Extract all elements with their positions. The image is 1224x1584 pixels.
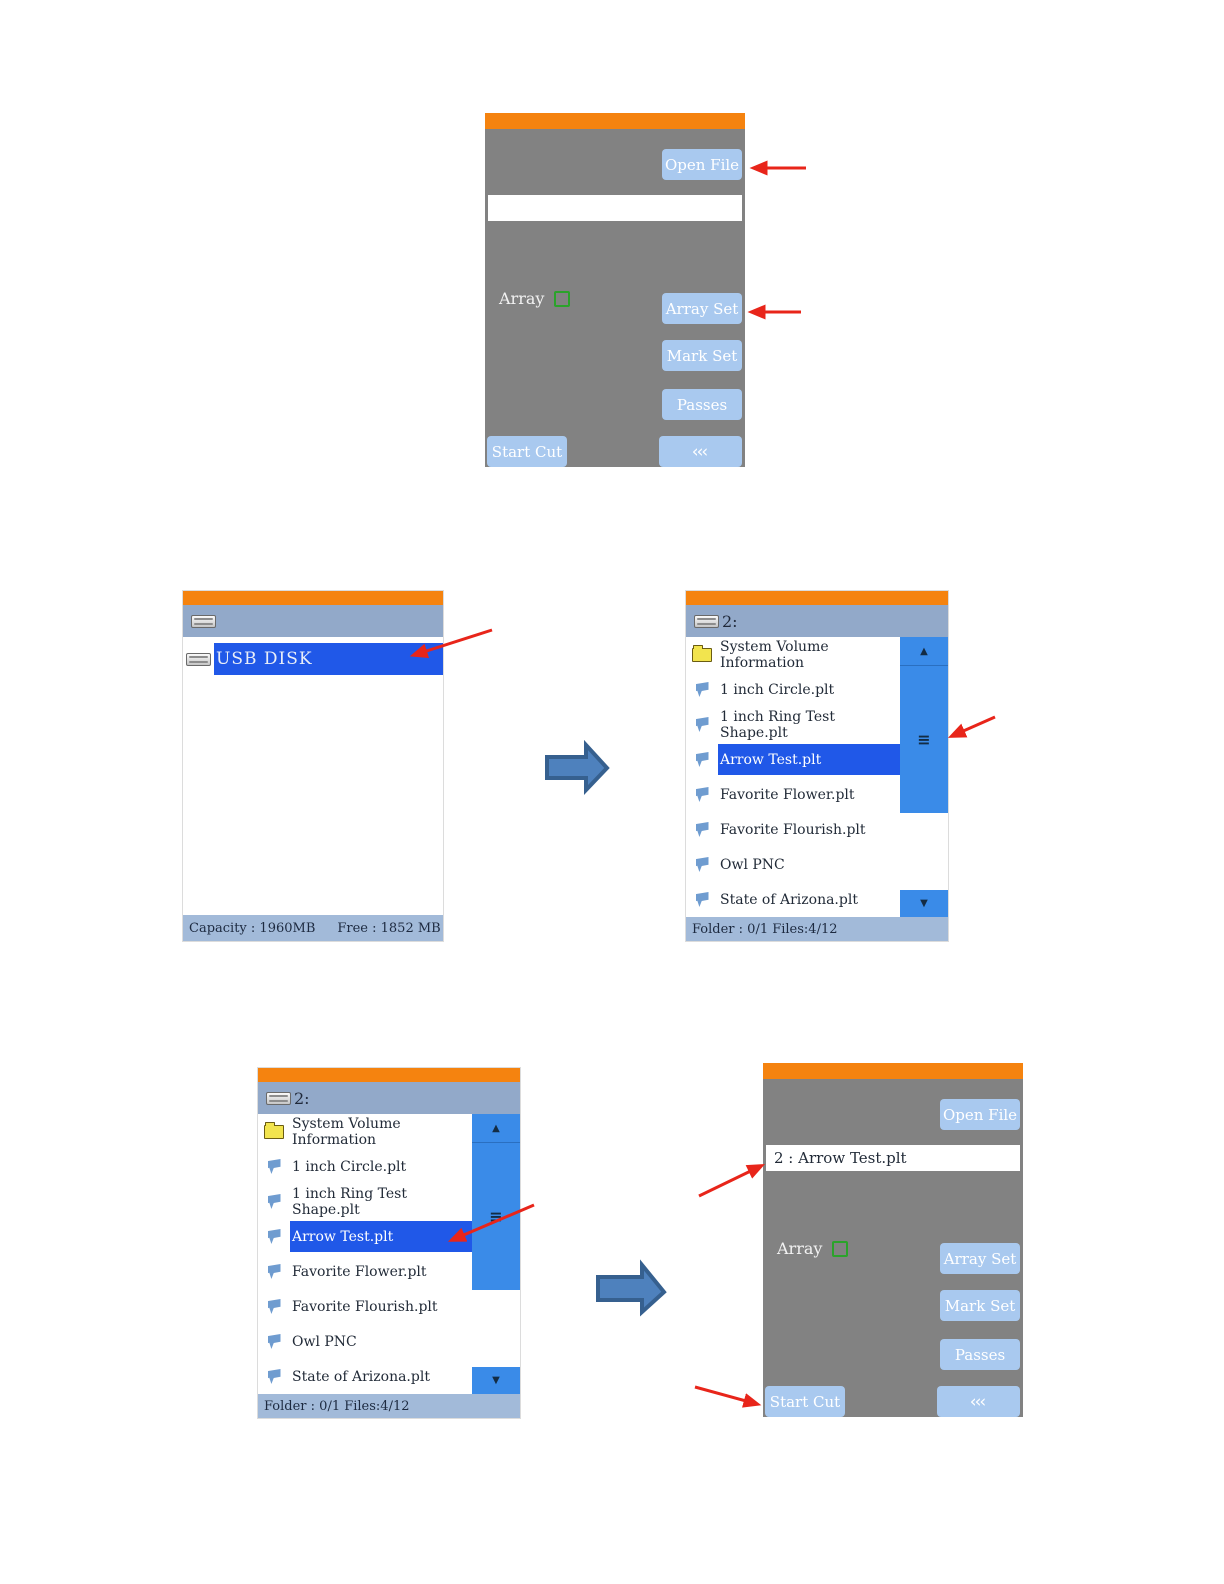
cutter-screen-initial: Open File Array Array Set Mark Set Passe… xyxy=(485,113,745,467)
free-text: Free : 1852 MB xyxy=(337,920,441,936)
scroll-track[interactable] xyxy=(472,1290,520,1367)
file-icon xyxy=(267,1369,281,1384)
scroll-up-button[interactable]: ▲ xyxy=(472,1114,520,1143)
file-row[interactable]: Favorite Flower.plt xyxy=(686,777,900,812)
file-icon xyxy=(267,1334,281,1349)
open-file-button[interactable]: Open File xyxy=(940,1099,1020,1130)
file-row[interactable]: Favorite Flourish.plt xyxy=(258,1289,472,1324)
drive-icon xyxy=(191,614,216,628)
file-row[interactable]: Favorite Flourish.plt xyxy=(686,812,900,847)
array-row: Array xyxy=(777,1239,849,1258)
annotation-arrow-filename-field xyxy=(698,1164,766,1198)
file-row[interactable]: Owl PNC xyxy=(258,1324,472,1359)
file-list-screen-2: 2: System Volume Information 1 inch Circ… xyxy=(258,1068,520,1418)
cutter-screen-loaded: Open File 2 : Arrow Test.plt Array Array… xyxy=(763,1063,1023,1417)
file-row[interactable]: System Volume Information xyxy=(258,1114,472,1149)
capacity-text: Capacity : 1960MB xyxy=(189,920,316,936)
scroll-down-button[interactable]: ▼ xyxy=(900,890,948,917)
scrollbar: ▲ ≡ ▼ xyxy=(900,637,948,917)
file-icon xyxy=(695,787,709,802)
mark-set-button[interactable]: Mark Set xyxy=(662,340,742,371)
drive-icon xyxy=(694,614,719,628)
drive-icon xyxy=(186,652,211,666)
file-row[interactable]: Arrow Test.plt xyxy=(686,742,900,777)
back-button[interactable]: ‹‹‹ xyxy=(659,436,742,467)
folder-status-text: Folder : 0/1 Files:4/12 xyxy=(264,1398,410,1414)
passes-button[interactable]: Passes xyxy=(940,1339,1020,1370)
annotation-arrow-scrollbar xyxy=(947,715,996,738)
filename-field[interactable]: 2 : Arrow Test.plt xyxy=(766,1145,1020,1171)
folder-icon xyxy=(264,1121,284,1139)
folder-status-bar: Folder : 0/1 Files:4/12 xyxy=(686,917,948,941)
drive-icon xyxy=(266,1091,291,1105)
title-bar xyxy=(258,1068,520,1082)
usb-disk-screen: USB DISK Capacity : 1960MB Free : 1852 M… xyxy=(183,591,443,941)
file-list: System Volume Information 1 inch Circle.… xyxy=(686,637,900,917)
folder-status-text: Folder : 0/1 Files:4/12 xyxy=(692,921,838,937)
open-file-button[interactable]: Open File xyxy=(662,149,742,180)
file-icon xyxy=(695,892,709,907)
file-icon xyxy=(267,1299,281,1314)
array-set-button[interactable]: Array Set xyxy=(662,293,742,324)
drive-title: 2: xyxy=(294,1088,310,1108)
scrollbar: ▲ ≡ ▼ xyxy=(472,1114,520,1394)
file-icon xyxy=(267,1264,281,1279)
back-button[interactable]: ‹‹‹ xyxy=(937,1386,1020,1417)
file-row[interactable]: 1 inch Circle.plt xyxy=(686,672,900,707)
title-bar xyxy=(763,1063,1023,1079)
filename-field[interactable] xyxy=(488,195,742,221)
scroll-thumb[interactable]: ≡ xyxy=(900,666,948,813)
usb-disk-label: USB DISK xyxy=(214,643,443,675)
file-row[interactable]: 1 inch Circle.plt xyxy=(258,1149,472,1184)
file-row[interactable]: 1 inch Ring Test Shape.plt xyxy=(258,1184,472,1219)
file-row[interactable]: State of Arizona.plt xyxy=(258,1359,472,1394)
array-checkbox[interactable] xyxy=(554,290,571,307)
next-step-arrow xyxy=(596,1259,667,1317)
array-set-button[interactable]: Array Set xyxy=(940,1243,1020,1274)
title-bar xyxy=(183,591,443,605)
capacity-status-bar: Capacity : 1960MB Free : 1852 MB xyxy=(183,915,443,941)
file-icon xyxy=(695,822,709,837)
array-label: Array xyxy=(777,1239,823,1258)
drive-header: 2: xyxy=(686,605,948,637)
start-cut-button[interactable]: Start Cut xyxy=(765,1386,845,1417)
file-row[interactable]: Favorite Flower.plt xyxy=(258,1254,472,1289)
file-row[interactable]: 1 inch Ring Test Shape.plt xyxy=(686,707,900,742)
scroll-up-button[interactable]: ▲ xyxy=(900,637,948,666)
file-row[interactable]: Owl PNC xyxy=(686,847,900,882)
array-checkbox[interactable] xyxy=(832,1240,849,1257)
file-list-screen: 2: System Volume Information 1 inch Circ… xyxy=(686,591,948,941)
title-bar xyxy=(485,113,745,129)
annotation-arrow-start-cut xyxy=(694,1385,762,1408)
mark-set-button[interactable]: Mark Set xyxy=(940,1290,1020,1321)
file-icon xyxy=(695,752,709,767)
drive-header: 2: xyxy=(258,1082,520,1114)
drive-title: 2: xyxy=(722,611,738,631)
file-row[interactable]: Arrow Test.plt xyxy=(258,1219,472,1254)
scroll-down-button[interactable]: ▼ xyxy=(472,1367,520,1394)
file-list: System Volume Information 1 inch Circle.… xyxy=(258,1114,472,1394)
passes-button[interactable]: Passes xyxy=(662,389,742,420)
file-icon xyxy=(695,717,709,732)
file-icon xyxy=(267,1159,281,1174)
array-row: Array xyxy=(499,289,571,308)
next-step-arrow xyxy=(545,739,610,795)
drive-header xyxy=(183,605,443,637)
folder-status-bar: Folder : 0/1 Files:4/12 xyxy=(258,1394,520,1418)
title-bar xyxy=(686,591,948,605)
array-label: Array xyxy=(499,289,545,308)
scroll-track[interactable] xyxy=(900,813,948,890)
file-icon xyxy=(695,682,709,697)
folder-icon xyxy=(692,644,712,662)
file-icon xyxy=(695,857,709,872)
file-icon xyxy=(267,1229,281,1244)
usb-disk-row[interactable]: USB DISK xyxy=(183,643,443,675)
file-row[interactable]: State of Arizona.plt xyxy=(686,882,900,917)
start-cut-button[interactable]: Start Cut xyxy=(487,436,567,467)
file-row[interactable]: System Volume Information xyxy=(686,637,900,672)
scroll-thumb[interactable]: ≡ xyxy=(472,1143,520,1290)
file-icon xyxy=(267,1194,281,1209)
